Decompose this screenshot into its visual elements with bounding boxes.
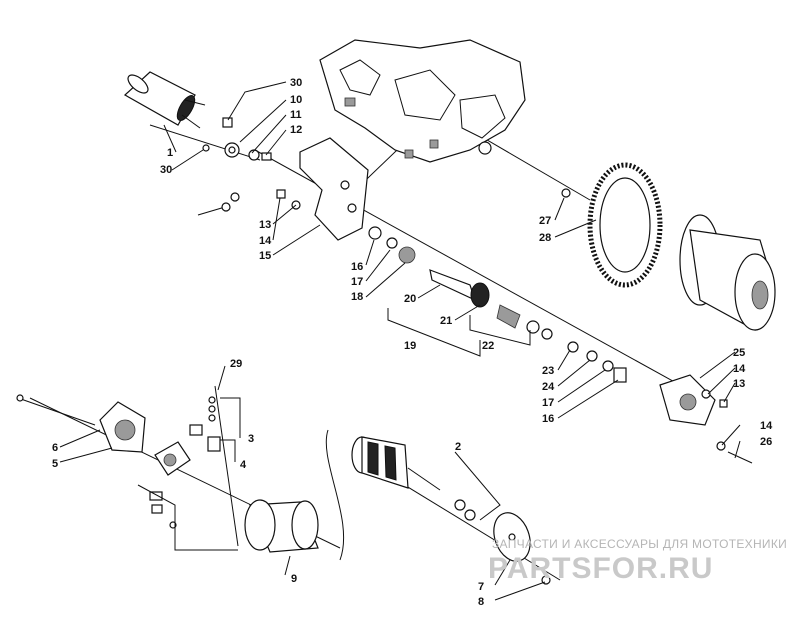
callout-22: 22 bbox=[482, 340, 494, 352]
leader-lines bbox=[59, 81, 741, 601]
callout-11: 11 bbox=[290, 109, 302, 121]
callout-12: 12 bbox=[290, 124, 302, 136]
callout-17a: 17 bbox=[351, 276, 363, 288]
end-cover bbox=[659, 374, 753, 464]
drive-parts bbox=[368, 226, 627, 383]
callout-18: 18 bbox=[351, 291, 363, 303]
callout-21: 21 bbox=[440, 315, 452, 327]
callout-16b: 16 bbox=[542, 413, 554, 425]
callout-7: 7 bbox=[478, 581, 484, 593]
starter-motor bbox=[123, 71, 206, 129]
callout-14a: 14 bbox=[259, 235, 272, 247]
starter-hardware bbox=[197, 117, 272, 216]
engine-block bbox=[319, 39, 526, 163]
callout-23: 23 bbox=[542, 365, 554, 377]
callout-4: 4 bbox=[240, 459, 247, 471]
callout-24: 24 bbox=[542, 381, 555, 393]
callout-27: 27 bbox=[539, 215, 551, 227]
callout-5: 5 bbox=[52, 458, 58, 470]
callout-1: 1 bbox=[167, 147, 173, 159]
watermark: ЗАПЧАСТИ И АКСЕССУАРЫ ДЛЯ МОТОТЕХНИКИ PA… bbox=[488, 537, 787, 585]
callout-13b: 13 bbox=[733, 378, 745, 390]
callout-2: 2 bbox=[455, 441, 461, 453]
mounting-bracket bbox=[276, 137, 369, 241]
callout-26: 26 bbox=[760, 436, 772, 448]
callout-6: 6 bbox=[52, 442, 58, 454]
callout-16a: 16 bbox=[351, 261, 363, 273]
callout-28: 28 bbox=[539, 232, 551, 244]
callout-14b: 14 bbox=[733, 363, 746, 375]
callout-30b: 30 bbox=[160, 164, 172, 176]
callout-8: 8 bbox=[478, 596, 484, 608]
callout-17b: 17 bbox=[542, 397, 554, 409]
end-frame-assembly bbox=[16, 394, 221, 529]
callout-labels: 1 30 10 11 12 30 13 14 15 16 17 18 20 21… bbox=[52, 77, 773, 608]
callout-14c: 14 bbox=[760, 420, 773, 432]
callout-19: 19 bbox=[404, 340, 416, 352]
callout-3: 3 bbox=[248, 433, 254, 445]
watermark-tagline: ЗАПЧАСТИ И АКСЕССУАРЫ ДЛЯ МОТОТЕХНИКИ bbox=[492, 537, 787, 551]
callout-10: 10 bbox=[290, 94, 302, 106]
callout-20: 20 bbox=[404, 293, 416, 305]
watermark-brand: PARTSFOR.RU bbox=[488, 552, 713, 585]
flywheel bbox=[679, 214, 776, 331]
callout-25: 25 bbox=[733, 347, 745, 359]
callout-13a: 13 bbox=[259, 219, 271, 231]
callout-30a: 30 bbox=[290, 77, 302, 89]
ring-gear bbox=[561, 162, 663, 288]
field-frame bbox=[244, 499, 319, 553]
callout-15: 15 bbox=[259, 250, 271, 262]
callout-29: 29 bbox=[230, 358, 242, 370]
callout-9: 9 bbox=[291, 573, 297, 585]
armature bbox=[351, 436, 476, 521]
